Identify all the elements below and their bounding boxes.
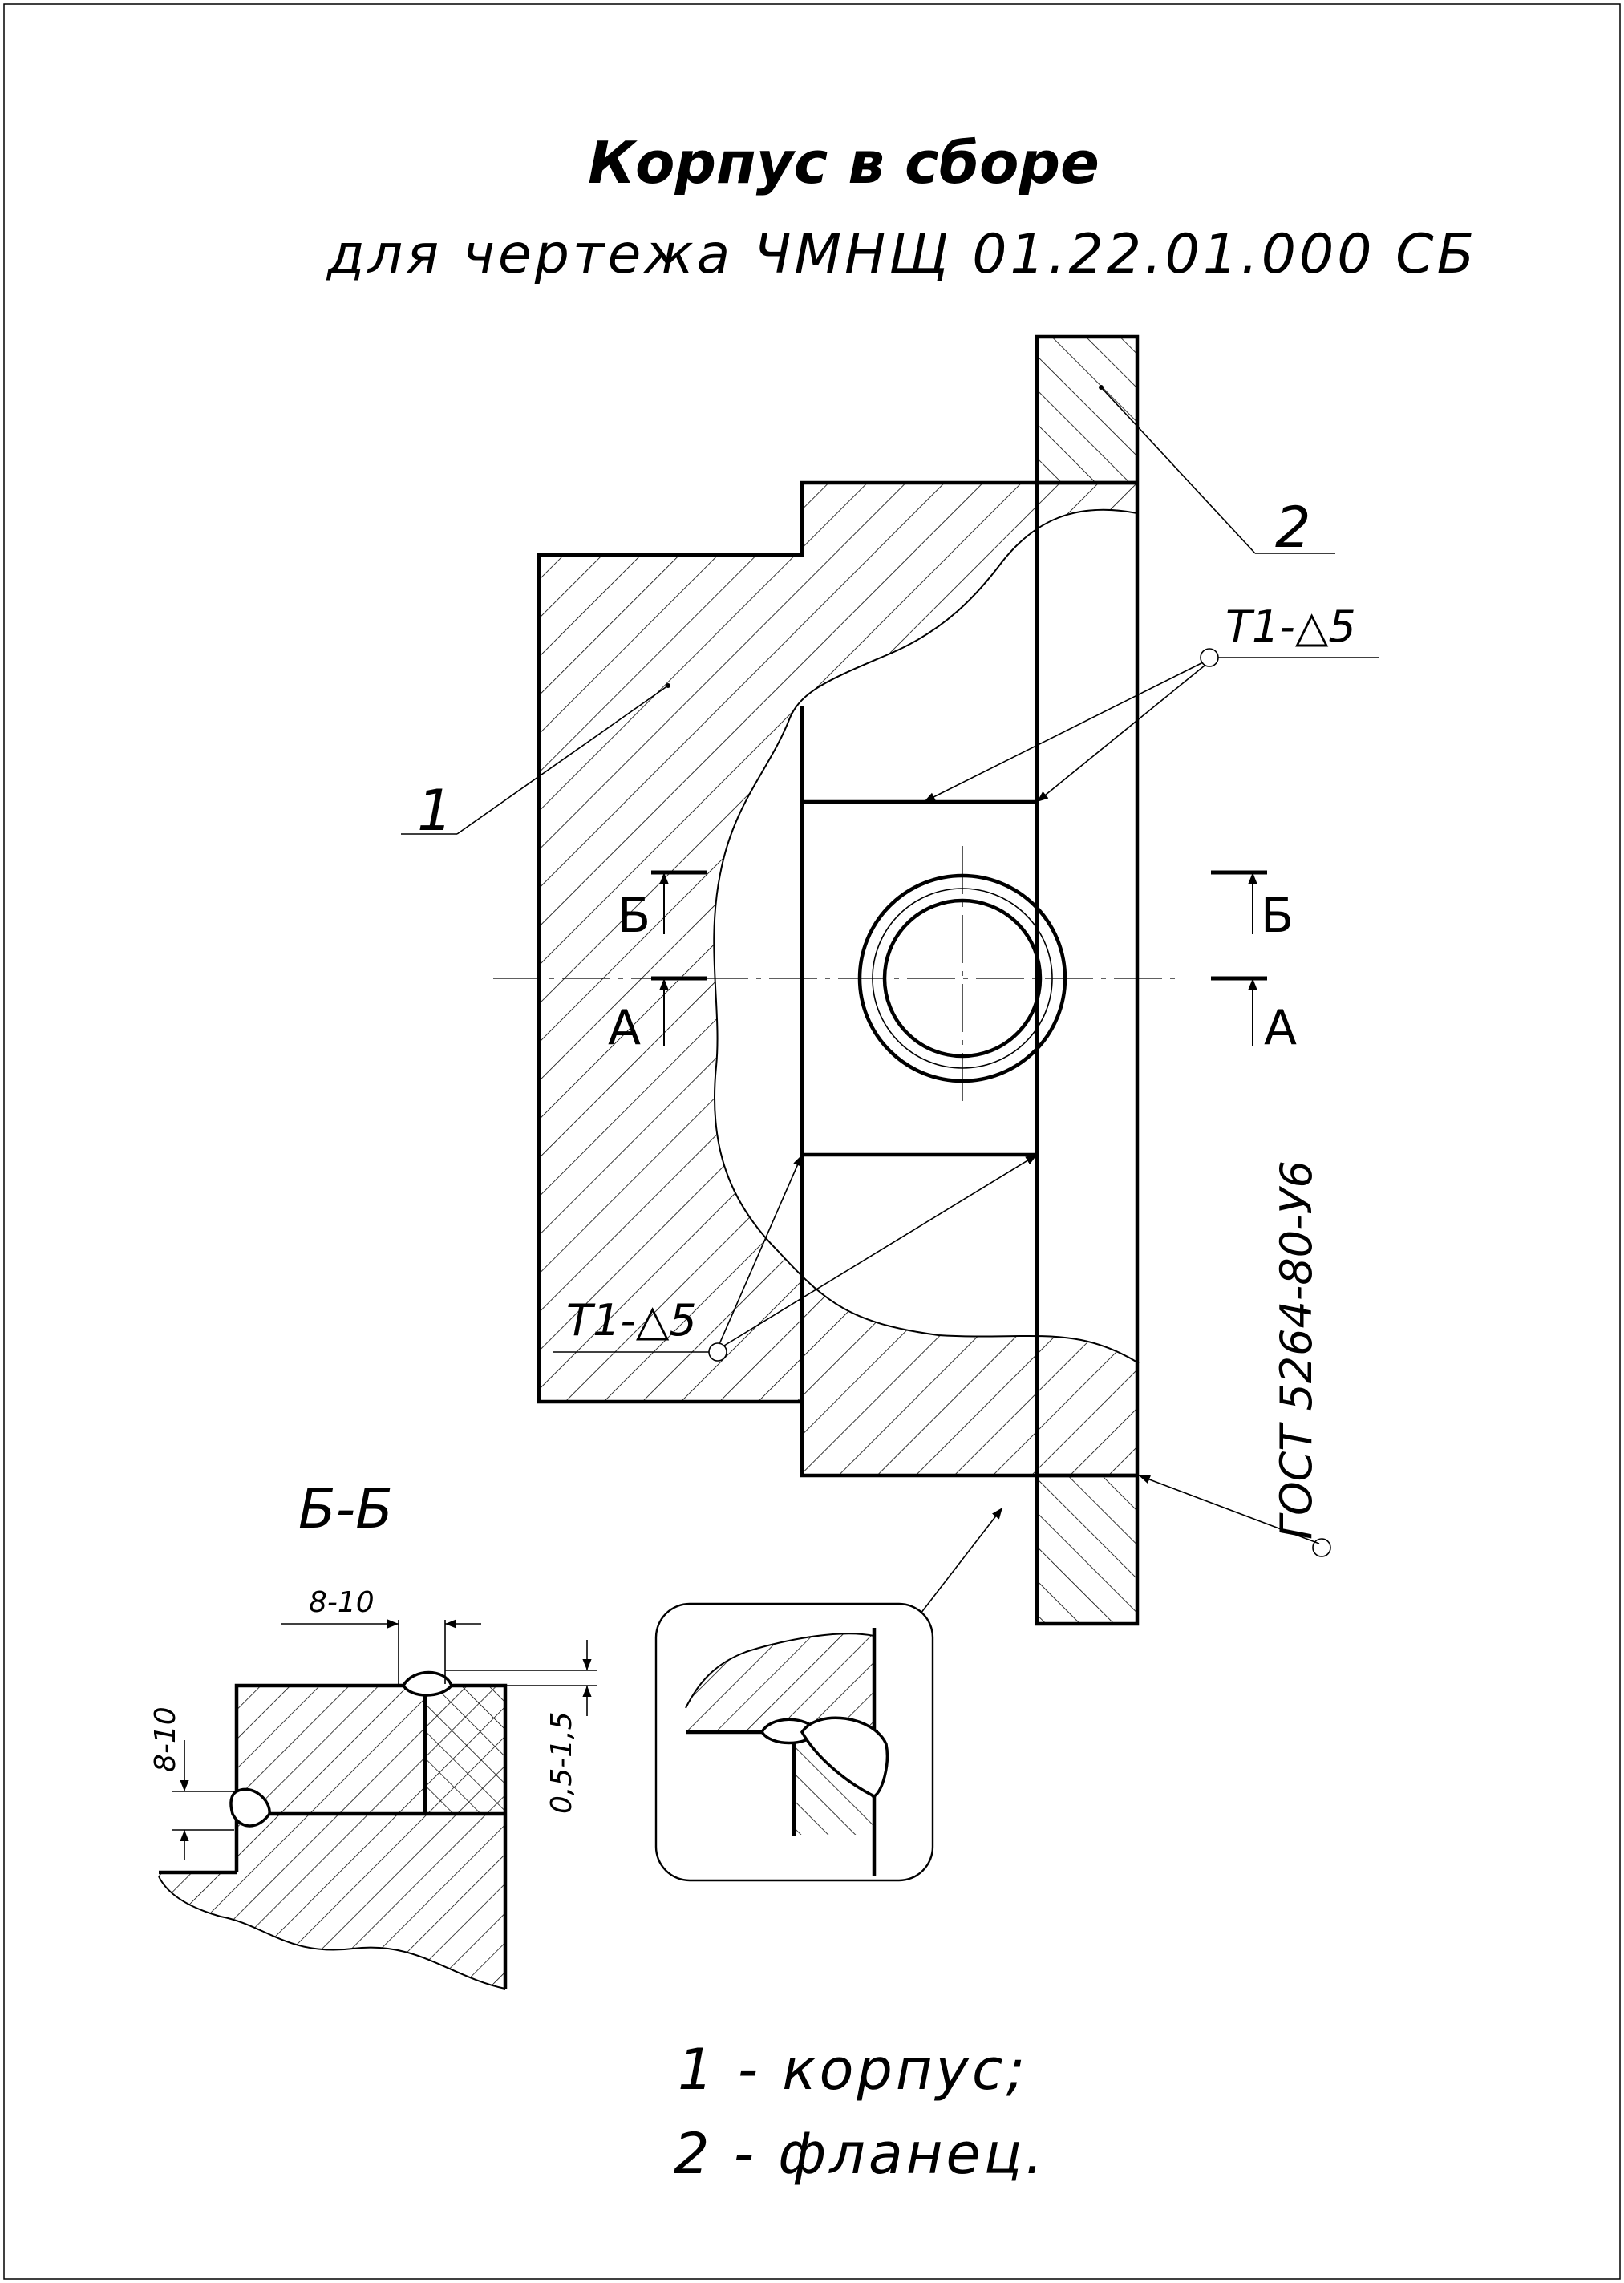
section-a-label-left: А	[608, 1000, 641, 1056]
inner-cavity	[800, 706, 1037, 1402]
leader-part-1: 1	[401, 683, 670, 844]
weld-mark-gost: ГОСТ 5264-80-У6	[1138, 1160, 1331, 1557]
weld-mark-lower: Т1-△5	[553, 1154, 1038, 1362]
legend-item-2: 2 - фланец.	[674, 2121, 1047, 2187]
weld-detail-view	[654, 1602, 934, 1882]
body-hatch	[539, 483, 1139, 1475]
dim-vertical-left: 8-10	[149, 1706, 182, 1772]
section-a-label-right: А	[1264, 1000, 1297, 1056]
section-marker-right: Б А	[1211, 870, 1297, 1056]
leader-label-1: 1	[417, 778, 453, 844]
part-2-flange	[1035, 334, 1140, 1626]
sheet-border	[3, 3, 1621, 2280]
legend-item-1: 1 - корпус;	[678, 2037, 1028, 2103]
dim-horizontal: 8-10	[309, 1586, 375, 1619]
flange-outline	[1035, 334, 1140, 1626]
gost-label: ГОСТ 5264-80-У6	[1271, 1160, 1322, 1540]
section-b-label-right: Б	[1261, 888, 1294, 944]
leader-part-2: 2	[1099, 385, 1335, 561]
dim-vertical-right: 0,5-1,5	[545, 1712, 578, 1815]
section-marker-left: Б А	[608, 870, 707, 1056]
section-b-label-left: Б	[618, 888, 650, 944]
weld-label-upper: Т1-△5	[1225, 601, 1356, 652]
weld-mark-upper: Т1-△5	[923, 601, 1379, 803]
leader-label-2: 2	[1275, 495, 1311, 561]
section-b-b-view: 8-10 8-10 0,5-1,5	[149, 1586, 597, 1990]
drawing-subtitle: для чертежа ЧМНЩ 01.22.01.000 СБ	[326, 223, 1478, 286]
detail-arrow	[920, 1507, 1003, 1614]
body-break-line	[713, 508, 1140, 1364]
drawing-title: Корпус в сборе	[588, 129, 1100, 196]
section-view-title: Б-Б	[298, 1478, 393, 1541]
weld-label-lower: Т1-△5	[566, 1295, 697, 1346]
